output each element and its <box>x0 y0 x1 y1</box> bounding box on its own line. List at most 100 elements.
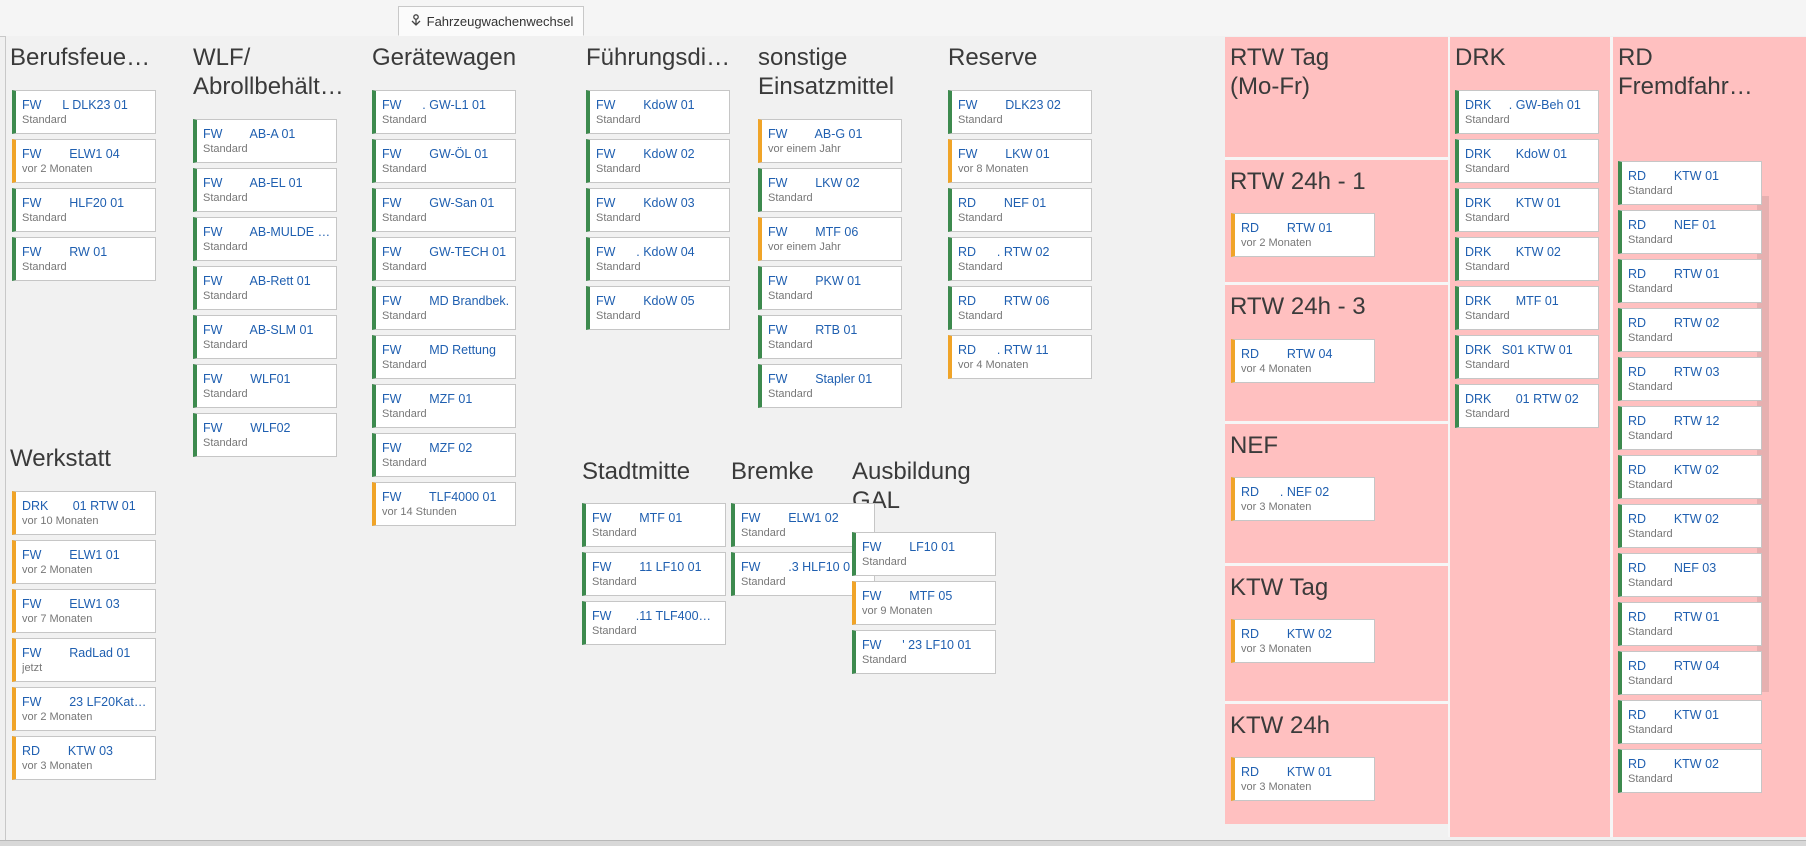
vehicle-status: vor 10 Monaten <box>22 515 99 527</box>
vehicle-card[interactable]: FW MD Brandbek.Standard <box>372 286 516 330</box>
tab-fahrzeugwachenwechsel[interactable]: Fahrzeugwachenwechsel <box>398 6 584 36</box>
vehicle-name: FW WLF02 <box>203 421 291 435</box>
zone-divider <box>1225 563 1448 566</box>
vehicle-card[interactable]: FW 23 LF20Kat…vor 2 Monaten <box>12 687 156 731</box>
vehicle-card[interactable]: FW AB-MULDE …Standard <box>193 217 337 261</box>
group-title: Bremke <box>731 458 814 485</box>
vehicle-status: Standard <box>1628 773 1673 785</box>
vehicle-status: Standard <box>203 241 248 253</box>
vehicle-status: Standard <box>1465 408 1510 420</box>
vehicle-name: RD NEF 03 <box>1628 561 1717 575</box>
vehicle-status: Standard <box>22 114 67 126</box>
vehicle-status: Standard <box>382 163 427 175</box>
group-title: Führungsdi… <box>586 44 731 71</box>
vehicle-change-icon <box>409 13 423 30</box>
vehicle-card[interactable]: FW .11 TLF400…Standard <box>582 601 726 645</box>
vehicle-name: FW MZF 02 <box>382 441 473 455</box>
vehicle-name: RD KTW 01 <box>1628 169 1719 183</box>
vehicle-status: Standard <box>1465 310 1510 322</box>
vehicle-name: RD KTW 01 <box>1241 765 1332 779</box>
vehicle-status: Standard <box>768 290 813 302</box>
vehicle-name: RD NEF 01 <box>958 196 1047 210</box>
vehicle-status: Standard <box>1628 234 1673 246</box>
group-title: Reserve <box>948 44 1038 71</box>
vehicle-name: FW ELW1 04 <box>22 147 120 161</box>
vehicle-name: DRK . GW-Beh 01 <box>1465 98 1581 112</box>
vehicle-status: Standard <box>1465 212 1510 224</box>
